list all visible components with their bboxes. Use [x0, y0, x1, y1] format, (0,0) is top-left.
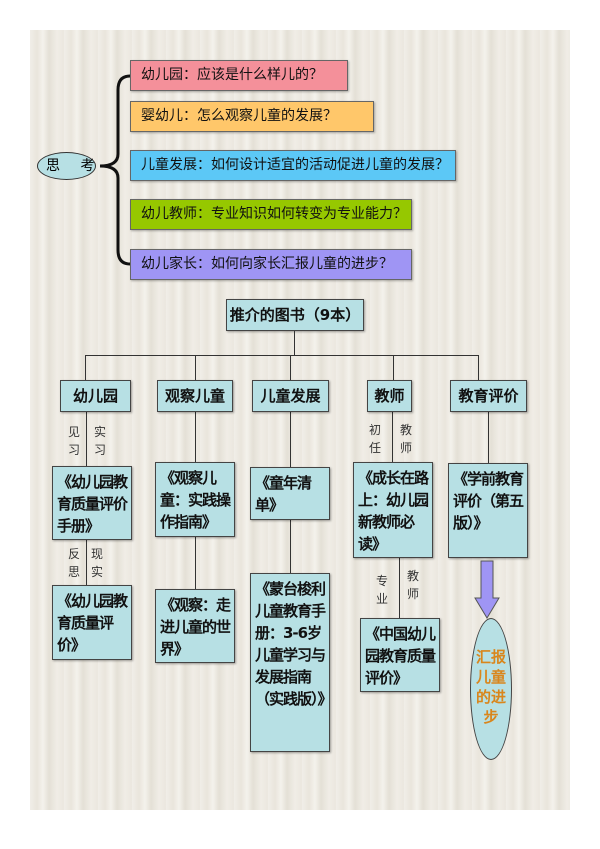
outcome-ellipse: 汇报儿童的进步 [470, 618, 512, 760]
side-label: 反思 [67, 547, 80, 579]
category-kindergarten: 幼儿园 [60, 380, 131, 412]
question-kindergarten: 幼儿园：应该是什么样儿的？ [130, 60, 348, 91]
connector [195, 537, 196, 589]
category-teacher: 教师 [367, 380, 412, 412]
side-label: 教师 [406, 569, 419, 601]
connector [195, 355, 196, 380]
book-card: 《蒙台梭利儿童教育手册：3-6岁儿童学习与发展指南（实践版）》 [250, 573, 333, 752]
connector [478, 355, 479, 380]
connector [195, 412, 196, 462]
side-label: 实习 [93, 425, 106, 457]
connector [290, 520, 291, 573]
connector [86, 412, 87, 466]
root-box: 推介的图书（9本） [226, 299, 364, 331]
category-observation: 观察儿童 [157, 380, 233, 412]
category-development: 儿童发展 [252, 380, 329, 412]
connector [85, 355, 86, 380]
side-label: 专业 [375, 574, 388, 606]
book-card: 《观察：走进儿童的世界》 [155, 589, 235, 663]
question-child-development: 儿童发展：如何设计适宜的活动促进儿童的发展？ [130, 150, 456, 181]
question-infant: 婴幼儿：怎么观察儿童的发展？ [130, 101, 374, 132]
book-card: 《幼儿园教育质量评价手册》 [52, 466, 132, 540]
book-card: 《成长在路上：幼儿园新教师必读》 [353, 462, 433, 558]
book-card: 《中国幼儿园教育质量评价》 [360, 618, 440, 692]
connector [393, 355, 394, 380]
book-card: 《观察儿童：实践操作指南》 [155, 462, 235, 537]
connector [392, 412, 393, 462]
connector [290, 355, 291, 380]
book-card: 《学前教育评价（第五版）》 [448, 463, 528, 558]
connector [488, 412, 489, 463]
think-ellipse: 思 考 [37, 152, 96, 180]
connector [290, 412, 291, 467]
side-label: 见习 [67, 425, 80, 457]
category-evaluation: 教育评价 [450, 380, 527, 412]
down-arrow-icon [474, 560, 500, 619]
connector [399, 558, 400, 618]
connector [86, 540, 87, 585]
side-label: 教师 [399, 423, 412, 455]
connector [85, 355, 479, 356]
connector [294, 331, 295, 355]
book-card: 《童年清单》 [250, 467, 330, 520]
question-teacher: 幼儿教师：专业知识如何转变为专业能力？ [130, 199, 412, 230]
side-label: 现实 [90, 547, 103, 579]
question-parent: 幼儿家长：如何向家长汇报儿童的进步？ [130, 249, 412, 280]
side-label: 初任 [368, 423, 381, 455]
brace-connector [99, 74, 131, 266]
book-card: 《幼儿园教育质量评价》 [52, 585, 132, 660]
